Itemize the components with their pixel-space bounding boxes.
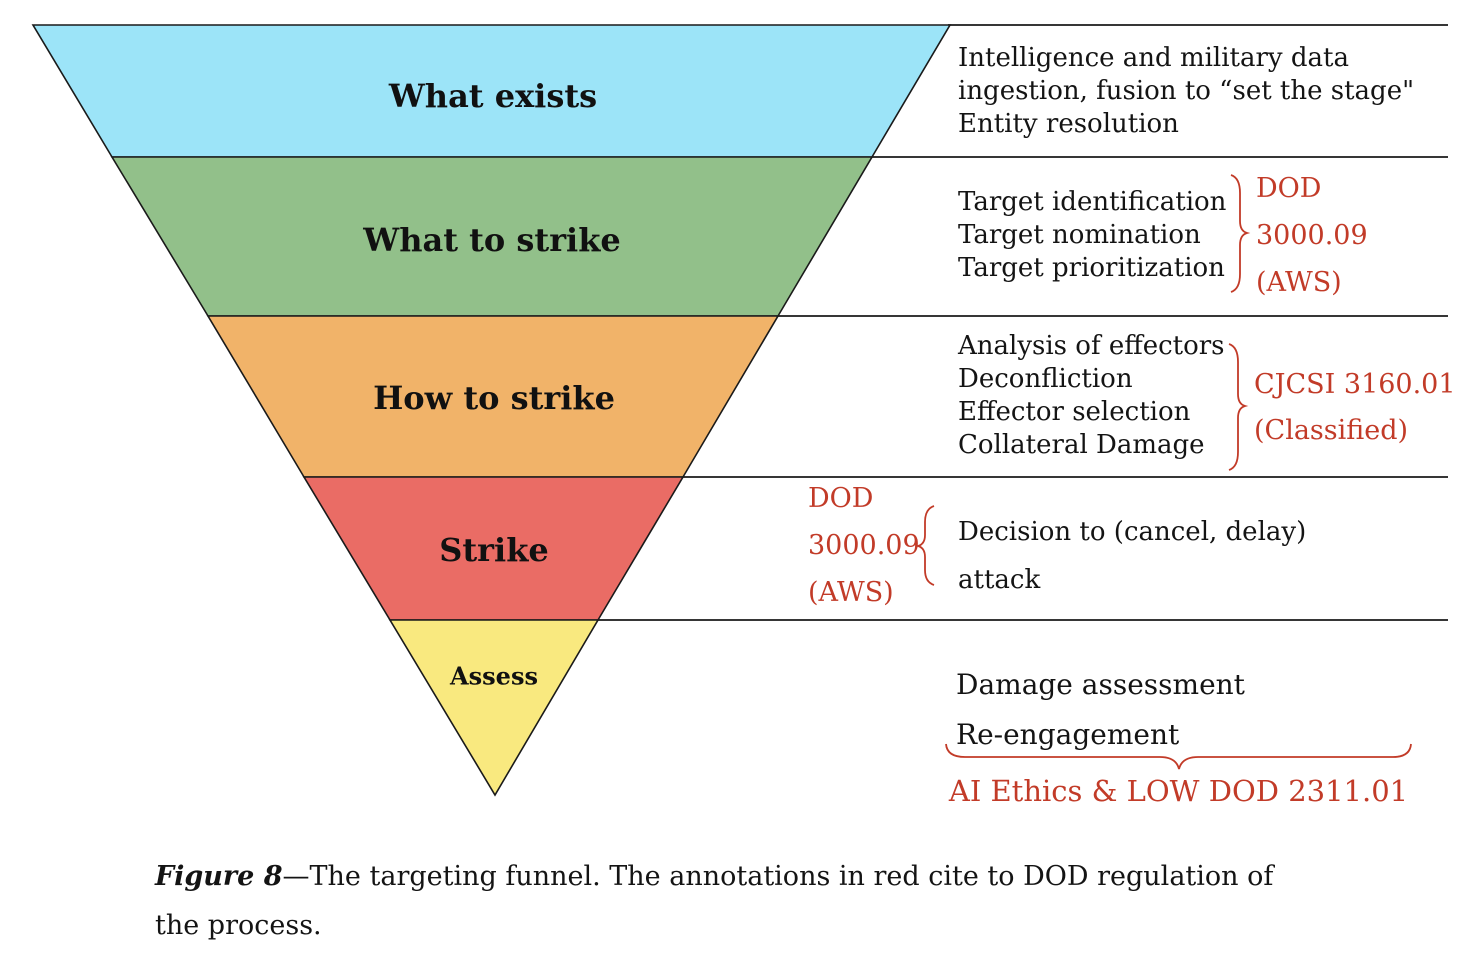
caption-line-2: the process. <box>155 910 322 941</box>
layer-label-assess: Assess <box>450 661 538 691</box>
figure-caption: Figure 8—The targeting funnel. The annot… <box>155 852 1273 950</box>
citation-line: DOD <box>1256 173 1322 204</box>
note-line: Target identification <box>958 187 1227 217</box>
note-line: Target nomination <box>958 220 1201 250</box>
note-line: Damage assessment <box>956 668 1245 701</box>
layer-label-what-exists: What exists <box>388 77 598 115</box>
citation-line: 3000.09 <box>808 530 920 561</box>
note-line: Re-engagement <box>956 718 1180 751</box>
citation-line: DOD <box>808 483 874 514</box>
citation-line: (AWS) <box>1256 267 1342 298</box>
note-line: attack <box>958 565 1041 595</box>
layer-label-how-to-strike: How to strike <box>373 379 615 417</box>
note-line: Collateral Damage <box>958 430 1205 460</box>
citation-how-to-strike: CJCSI 3160.01 (Classified) <box>1254 362 1456 454</box>
note-line: Deconfliction <box>958 364 1133 394</box>
caption-figure-label: Figure 8 <box>155 861 283 892</box>
layer-label-what-to-strike: What to strike <box>363 221 621 259</box>
note-line: Entity resolution <box>958 109 1179 139</box>
citation-underbrace-assess <box>945 743 1412 770</box>
citation-strike: DOD 3000.09 (AWS) <box>808 475 920 616</box>
note-line: Effector selection <box>958 397 1191 427</box>
citation-line: (Classified) <box>1254 415 1409 446</box>
citation-assess: AI Ethics & LOW DOD 2311.01 <box>948 774 1409 808</box>
citation-brace-how-to-strike <box>1228 343 1249 471</box>
notes-what-exists: Intelligence and military data ingestion… <box>958 42 1414 141</box>
citation-brace-what-to-strike <box>1230 174 1251 293</box>
funnel-layer-assess <box>388 619 600 797</box>
layer-label-strike: Strike <box>439 531 549 569</box>
note-line: ingestion, fusion to “set the stage" <box>958 76 1415 106</box>
caption-line-1: Figure 8—The targeting funnel. The annot… <box>155 852 1273 901</box>
notes-what-to-strike: Target identification Target nomination … <box>958 186 1226 285</box>
citation-what-to-strike: DOD 3000.09 (AWS) <box>1256 165 1368 306</box>
citation-line: 3000.09 <box>1256 220 1368 251</box>
note-line: Decision to (cancel, delay) <box>958 517 1307 547</box>
citation-line: (AWS) <box>808 577 894 608</box>
notes-assess: Damage assessment Re-engagement <box>956 660 1245 760</box>
note-line: Target prioritization <box>958 253 1225 283</box>
note-line: Intelligence and military data <box>958 43 1349 73</box>
citation-line: CJCSI 3160.01 <box>1254 369 1456 400</box>
citation-brace-strike <box>914 505 935 586</box>
note-line: Analysis of effectors <box>958 331 1225 361</box>
notes-how-to-strike: Analysis of effectors Deconfliction Effe… <box>958 330 1225 462</box>
caption-text: —The targeting funnel. The annotations i… <box>282 861 1274 892</box>
notes-strike: Decision to (cancel, delay) attack <box>958 508 1306 604</box>
